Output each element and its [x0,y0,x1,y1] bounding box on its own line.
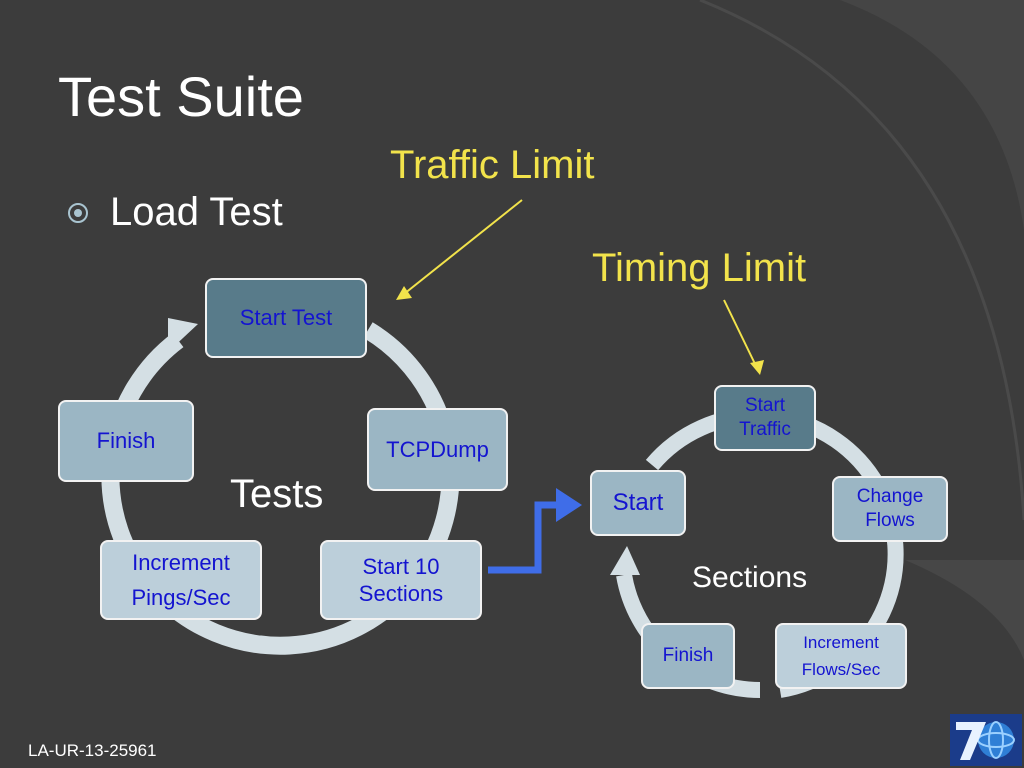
step-label-line1: Change [856,486,924,508]
step-label-line1: Increment [132,549,230,575]
timing-limit-arrow [723,299,764,375]
bullet-item: Load Test [68,190,283,235]
background-swoosh-lower [905,560,1024,660]
tests-cycle-arrowhead [168,318,198,352]
step-label: Finish [662,645,714,667]
logo [950,714,1022,766]
step-label-line2: Sections [358,581,444,606]
step-label: Start Test [239,305,333,331]
step-label: Start [612,489,664,516]
circle-bullet-icon [68,202,88,223]
bullet-text: Load Test [110,190,283,234]
step-change-flows: Change Flows [832,476,948,542]
step-label-line2: Flows/Sec [801,660,881,679]
traffic-limit-label: Traffic Limit [390,143,595,187]
background-swoosh [840,0,1024,230]
step-label: Finish [96,428,156,454]
tests-cycle-center-label: Tests [230,472,324,516]
sections-cycle-arrowhead [610,546,640,575]
connector-arrow [488,488,582,574]
step-start-test: Start Test [205,278,367,358]
step-finish: Finish [58,400,194,482]
traffic-limit-arrow [396,199,523,300]
timing-limit-label: Timing Limit [592,246,807,290]
sections-cycle-center-label: Sections [692,561,808,594]
step-start-traffic: Start Traffic [714,385,816,451]
step-label-line1: Increment [803,632,879,652]
step-label-line2: Traffic [739,419,791,440]
step-label-line1: Start 10 [362,553,440,579]
step-start-10-sections: Start 10 Sections [320,540,482,620]
page-title: Test Suite [58,65,304,128]
step-increment-pings: Increment Pings/Sec [100,540,262,620]
step-tcpdump: TCPDump [367,408,508,491]
step-start: Start [590,470,686,536]
step-label-line2: Flows [865,510,915,531]
step-finish-sections: Finish [641,623,735,689]
step-label: TCPDump [386,436,489,462]
step-label-line2: Pings/Sec [131,585,231,610]
footer-document-id: LA-UR-13-25961 [28,741,157,760]
step-increment-flows: Increment Flows/Sec [775,623,907,689]
step-label-line1: Start [744,395,786,417]
background-swoosh-edge [699,0,1024,521]
